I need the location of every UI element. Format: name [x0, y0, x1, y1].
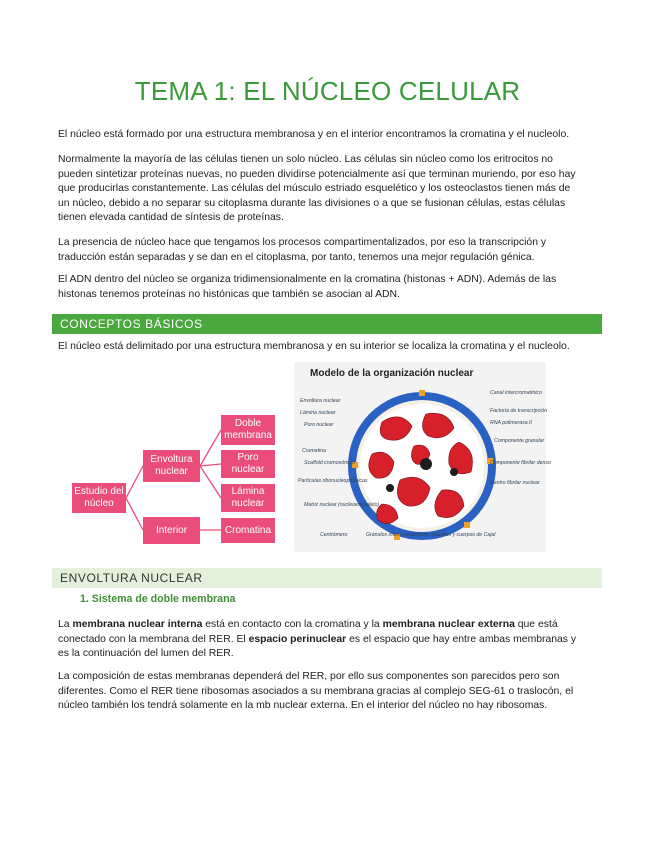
figure-label: Partículas ribonucleoproteicas [298, 478, 368, 484]
nuclear-pore [352, 462, 358, 468]
section-heading-text: CONCEPTOS BÁSICOS [60, 317, 203, 331]
text-line: tienen elevada cantidad de síntesis de p… [58, 212, 284, 224]
section-heading-envoltura: ENVOLTURA NUCLEAR [52, 568, 602, 588]
mindmap-root: Estudio del núcleo [72, 483, 126, 513]
connector-line [199, 463, 222, 467]
text-run: conectado con la membrana del RER. El [58, 633, 249, 645]
text-line: El núcleo está formado por una estructur… [58, 129, 570, 140]
text-run: que está [514, 619, 558, 630]
nuclear-organization-figure: Modelo de la organización nuclear E [294, 362, 551, 552]
text-line: La composición de estas membranas depend… [58, 671, 560, 682]
figure-label: Canal intercromatínico [490, 390, 542, 396]
nuclear-pore [419, 390, 425, 396]
section2-paragraph-2: La composición de estas membranas depend… [58, 670, 603, 714]
figure-label: Lámina nuclear [300, 410, 336, 416]
chromatin-territory [376, 503, 399, 524]
section2-paragraph-1: La membrana nuclear interna está en cont… [58, 618, 603, 662]
chromatin-territory [422, 413, 455, 439]
bold-term: membrana nuclear externa [382, 619, 515, 630]
section-heading-text: ENVOLTURA NUCLEAR [60, 571, 203, 585]
page-title: TEMA 1: EL NÚCLEO CELULAR [134, 76, 521, 106]
chromatin-territory [434, 489, 465, 518]
figure-label: Componente fibrilar denso [490, 460, 551, 466]
connector-line [125, 465, 144, 499]
text-line: núcleo también los tendrá solamente en l… [58, 700, 548, 712]
text-line: El ADN dentro del núcleo se organiza tri… [58, 274, 557, 285]
intro-paragraph-2: Normalmente la mayoría de las células ti… [58, 153, 603, 226]
section-heading-conceptos: CONCEPTOS BÁSICOS [52, 314, 602, 334]
nuclear-pore [487, 458, 493, 464]
bold-term: espacio perinuclear [248, 633, 347, 645]
connector-line [199, 429, 222, 467]
figure-label: Factoría de transcripción [490, 408, 548, 414]
intro-paragraph-1: El núcleo está formado por una estructur… [58, 128, 603, 143]
mindmap-envoltura: Envoltura nuclear [143, 450, 200, 482]
bold-term: membrana nuclear interna [72, 619, 203, 630]
figure-label: Matriz nuclear (nucleoesqueleto) [304, 502, 380, 508]
text-line: pueden sintetizar proteínas nuevas, no p… [58, 168, 576, 180]
figure-label: RNA polimerasa II [490, 420, 532, 426]
chromatin-territory [379, 416, 413, 441]
mindmap-poro-nuclear: Poro nuclear [221, 450, 275, 478]
figure-label: Poro nuclear [304, 422, 334, 428]
text-line: histonas tenemos proteínas no histónicas… [58, 288, 400, 300]
figure-label: Envoltura nuclear [300, 398, 341, 404]
text-run: está en contacto con la cromatina y la [202, 619, 383, 630]
mindmap-interior: Interior [143, 517, 200, 544]
figure-label: Centrómero [320, 532, 348, 538]
nuclear-pore [394, 534, 400, 540]
text-line: conectado con la membrana del RER. El es… [58, 633, 603, 648]
figure-label: Componente granular [494, 438, 545, 444]
text-line: traducción están separadas y se dan en e… [58, 251, 535, 263]
nucleolus [420, 458, 432, 470]
intro-paragraph-3: La presencia de núcleo hace que tengamos… [58, 236, 603, 265]
chromatin-territory [397, 477, 431, 507]
text-run: La [58, 619, 73, 630]
mindmap-cromatina: Cromatina [221, 518, 275, 543]
nuclear-pore [464, 522, 470, 528]
intro-paragraph-4: El ADN dentro del núcleo se organiza tri… [58, 273, 603, 302]
text-line: El núcleo está delimitado por una estruc… [58, 341, 570, 352]
text-run: es el espacio que hay entre ambas membra… [346, 633, 577, 645]
nucleolus [450, 468, 458, 476]
text-line: es la continuación del lumen del RER. [58, 648, 234, 660]
mindmap-doble-membrana: Doble membrana [221, 415, 275, 445]
chromatin-territory [368, 451, 395, 479]
figure-label: Gránulos intercromatínicos: speckles y c… [366, 532, 496, 538]
text-line: La presencia de núcleo hace que tengamos… [58, 237, 547, 248]
mindmap-lamina-nuclear: Lámina nuclear [221, 484, 275, 512]
subsection-heading: 1. Sistema de doble membrana [80, 593, 236, 605]
figure-label: Centro fibrilar nuclear [490, 480, 540, 486]
text-line: Normalmente la mayoría de las células ti… [58, 154, 553, 165]
nucleolus [386, 484, 394, 492]
text-line: La membrana nuclear interna está en cont… [58, 618, 603, 633]
text-line: un núcleo, debido a no separar su citopl… [58, 197, 566, 209]
figure-label: Cromatina [302, 448, 326, 454]
text-line: diferentes. Como el RER tiene ribosomas … [58, 685, 574, 697]
section1-paragraph: El núcleo está delimitado por una estruc… [58, 340, 603, 355]
connector-line [199, 465, 222, 499]
nucleus-illustration [348, 390, 496, 540]
figure-label: Scaffold cromosómico [304, 460, 356, 466]
figure-title: Modelo de la organización nuclear [310, 368, 474, 379]
connector-line [125, 497, 144, 531]
text-line: que producirlas constantemente. Las célu… [58, 183, 571, 195]
